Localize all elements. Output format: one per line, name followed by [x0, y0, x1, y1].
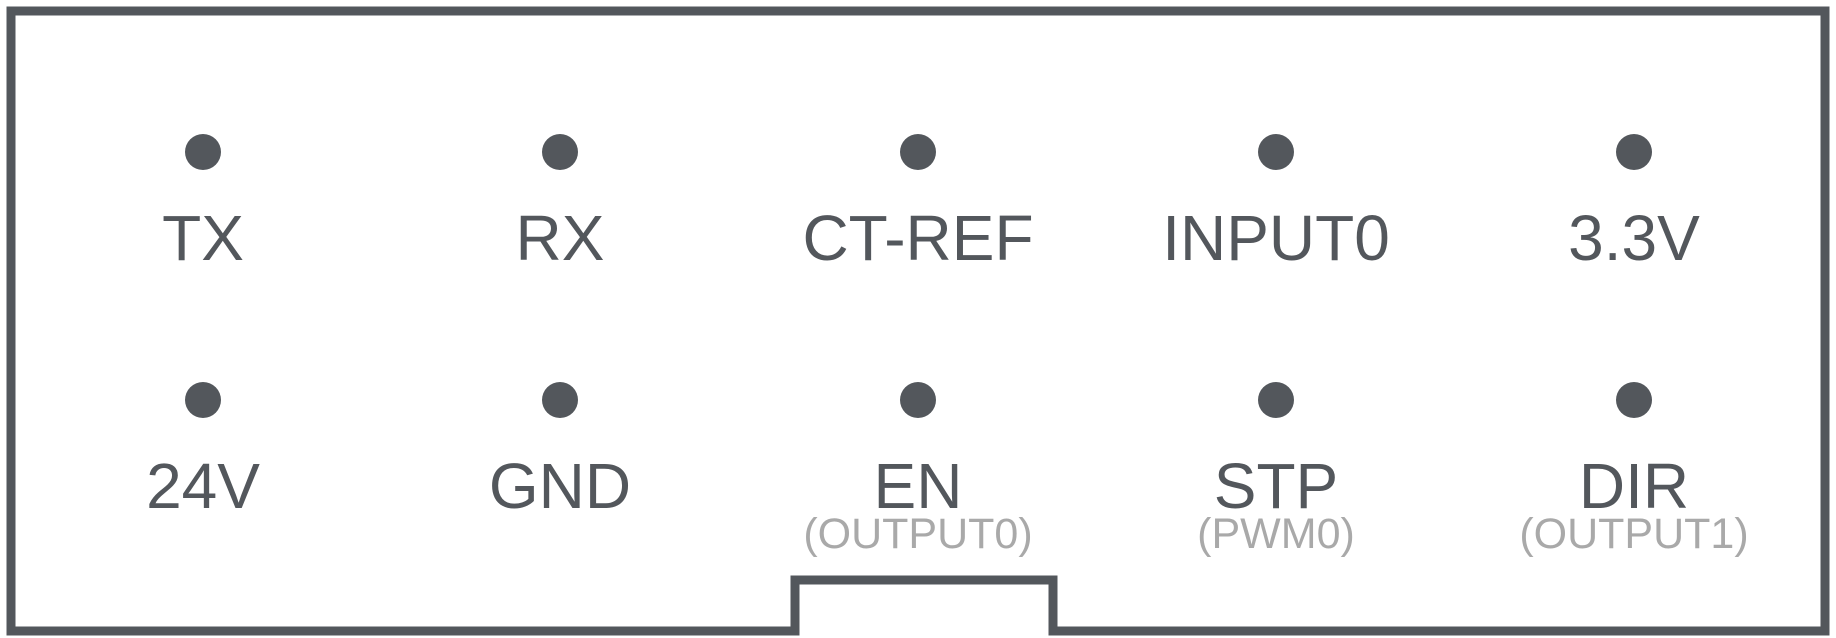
- pin-label-en: EN: [874, 450, 963, 522]
- pin-label-dir: DIR: [1579, 450, 1689, 522]
- pin-dot-gnd: [542, 382, 578, 418]
- pin-label-ct-ref: CT-REF: [802, 202, 1033, 274]
- pin-dot-input0: [1258, 134, 1294, 170]
- pin-label-tx: TX: [162, 202, 244, 274]
- pin-group: TX RX CT-REF INPUT0 3.3V 24V GND EN(OUTPUT0) STP…: [146, 134, 1749, 558]
- pin-dot-en: [900, 382, 936, 418]
- pin-dot-stp: [1258, 382, 1294, 418]
- pin-label-input0: INPUT0: [1162, 202, 1390, 274]
- pin-sublabel-en: (OUTPUT0): [803, 510, 1032, 558]
- pin-sublabel-stp: (PWM0): [1197, 510, 1355, 558]
- pin-label-stp: STP: [1214, 450, 1338, 522]
- pin-dot-rx: [542, 134, 578, 170]
- pin-dot-ct-ref: [900, 134, 936, 170]
- pin-label-gnd: GND: [489, 450, 631, 522]
- pin-sublabel-dir: (OUTPUT1): [1519, 510, 1748, 558]
- pin-dot-3v3: [1616, 134, 1652, 170]
- pin-label-rx: RX: [516, 202, 605, 274]
- pin-dot-tx: [185, 134, 221, 170]
- pin-label-3v3: 3.3V: [1568, 202, 1700, 274]
- pin-dot-dir: [1616, 382, 1652, 418]
- pin-label-24v: 24V: [146, 450, 260, 522]
- connector-housing-outline: [6, 6, 1830, 636]
- pin-dot-24v: [185, 382, 221, 418]
